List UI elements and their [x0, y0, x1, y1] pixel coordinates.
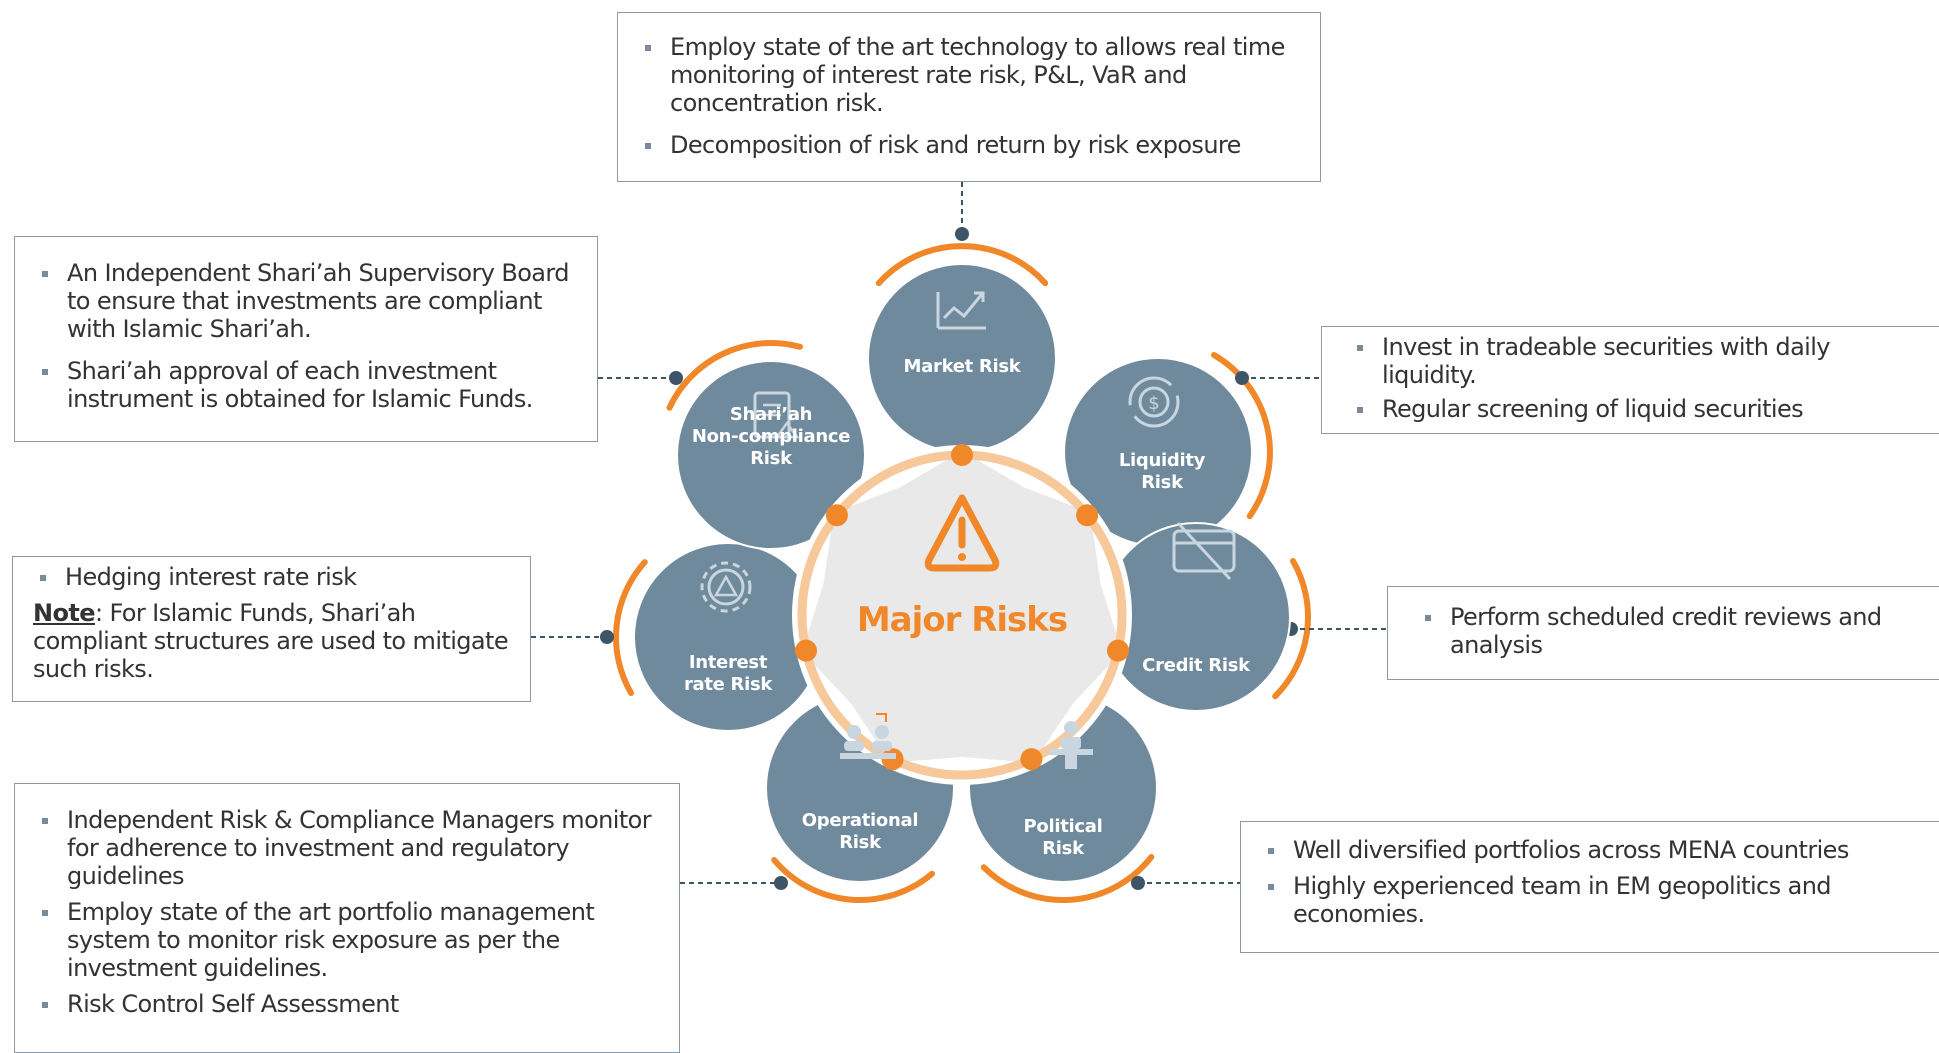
ring-dot [795, 639, 818, 662]
gear-warning-icon [700, 561, 752, 613]
center-label: Major Risks [857, 600, 1067, 640]
petal-label-line: Market Risk [904, 356, 1022, 377]
liquidity-cycle-icon: $ [1128, 376, 1180, 428]
podium-speaker-icon [1049, 721, 1093, 769]
petal-label-line: Risk [1042, 838, 1085, 859]
list-item: Invest in tradeable securities with dail… [1350, 333, 1926, 389]
orange-arc [980, 854, 1155, 904]
political-risk-mitigation-box: Well diversified portfolios across MENA … [1240, 821, 1939, 953]
petal-circle [676, 360, 866, 550]
orange-arc [875, 243, 1049, 287]
warning-icon [924, 494, 1000, 572]
credit-risk-mitigation-box: Perform scheduled credit reviews and ana… [1387, 586, 1939, 680]
orange-arc [1211, 352, 1273, 520]
petal-label-line: Shari’ah [730, 404, 812, 425]
petal-label-line: Interest [689, 652, 768, 673]
list-item: An Independent Shari’ah Supervisory Boar… [35, 259, 581, 343]
meeting-team-icon [840, 713, 896, 759]
document-gavel-icon [753, 391, 800, 439]
orange-arc [666, 340, 803, 411]
liquidity-risk-mitigation-box: Invest in tradeable securities with dail… [1321, 326, 1939, 434]
petal-label: Credit Risk [1142, 655, 1251, 676]
petal-label-line: Risk [839, 832, 882, 853]
list-item: Well diversified portfolios across MENA … [1261, 836, 1926, 864]
petal-label-line: Political [1024, 816, 1103, 837]
center-disc [822, 475, 1102, 755]
connector-dot [774, 876, 788, 890]
list-item: Hedging interest rate risk [33, 563, 516, 591]
connector-dot [1131, 876, 1145, 890]
svg-text:$: $ [1148, 393, 1159, 414]
ring-dot [881, 748, 904, 771]
orange-arc [613, 559, 648, 696]
petal-label: Market Risk [904, 356, 1022, 377]
orange-arc [771, 857, 935, 904]
warning-dot [958, 553, 966, 561]
list-item: Regular screening of liquid securities [1350, 395, 1926, 423]
connector-dot [1235, 371, 1249, 385]
connector-dot [600, 630, 614, 644]
petal-label-line: Risk [750, 448, 793, 469]
connector-dot [955, 227, 969, 241]
market-chart-icon [936, 291, 986, 330]
note-text: Note: For Islamic Funds, Shari’ah compli… [33, 599, 516, 683]
interest-rate-risk-mitigation-box: Hedging interest rate risk Note: For Isl… [12, 556, 531, 702]
petal-label-line: Risk [1141, 472, 1184, 493]
petal-label-line: Non-compliance [692, 426, 850, 447]
operational-risk-mitigation-box: Independent Risk & Compliance Managers m… [14, 783, 680, 1053]
list-item: Shari’ah approval of each investment ins… [35, 357, 581, 413]
ring-dot [951, 444, 973, 466]
market-risk-mitigation-box: Employ state of the art technology to al… [617, 12, 1321, 182]
warning-triangle [924, 494, 1000, 572]
orange-arc [1272, 558, 1311, 700]
ring-dot [1020, 748, 1043, 771]
petal-label-line: Credit Risk [1142, 655, 1251, 676]
list-item: Risk Control Self Assessment [35, 990, 665, 1018]
list-item: Employ state of the art technology to al… [638, 33, 1300, 117]
list-item: Perform scheduled credit reviews and ana… [1418, 603, 1926, 659]
petal-label-line: Liquidity [1119, 450, 1206, 471]
shariah-risk-mitigation-box: An Independent Shari’ah Supervisory Boar… [14, 236, 598, 442]
ring-dot [1076, 504, 1099, 527]
petal-label-line: rate Risk [684, 674, 773, 695]
list-item: Decomposition of risk and return by risk… [638, 131, 1300, 159]
ring-dot [1106, 639, 1129, 662]
list-item: Independent Risk & Compliance Managers m… [35, 806, 665, 890]
list-item: Highly experienced team in EM geopolitic… [1261, 872, 1926, 928]
note-body: : For Islamic Funds, Shari’ah compliant … [33, 599, 509, 683]
list-item: Employ state of the art portfolio manage… [35, 898, 665, 982]
connector-dot [669, 371, 683, 385]
ring-dot [825, 504, 848, 527]
petal-label-line: Operational [802, 810, 918, 831]
note-label: Note [33, 599, 96, 627]
credit-card-crossed-icon [1172, 521, 1236, 581]
